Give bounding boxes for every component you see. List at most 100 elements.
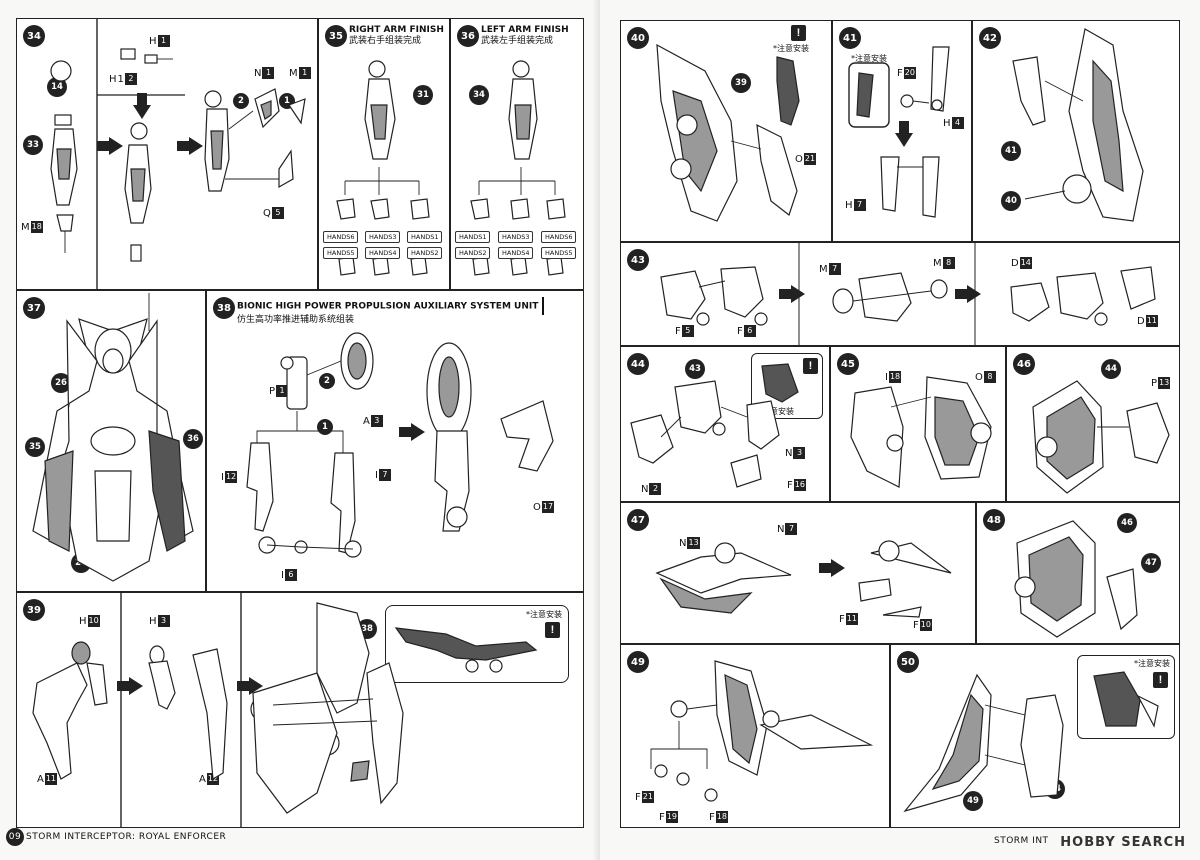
part-callout: 44 [1101, 359, 1121, 379]
warning-icon: ! [803, 358, 818, 374]
hand-label: HANDS3 [365, 231, 401, 243]
note-drawing [394, 627, 538, 673]
hand-label: HANDS6 [323, 231, 359, 243]
arrow-icon [779, 285, 805, 303]
arrow-icon [895, 121, 913, 147]
note-box: ! *注意安装 [751, 353, 823, 419]
part-callout: 46 [1117, 513, 1137, 533]
step-42-panel: 42 41 40 [972, 20, 1180, 242]
part-callout: 43 [685, 359, 705, 379]
arrow-icon [399, 423, 425, 441]
part-callout: 36 [183, 429, 203, 449]
step-number: 44 [627, 353, 649, 375]
joint-cover-drawing [630, 380, 780, 488]
arrow-icon [955, 285, 981, 303]
hand-label: HANDS2 [455, 247, 491, 259]
hand-label: HANDS1 [455, 231, 491, 243]
part-callout: 26 [51, 373, 71, 393]
order-callout: 2 [233, 93, 249, 109]
step-number: 46 [1013, 353, 1035, 375]
figure-drawing [32, 293, 194, 582]
part-callout: 40 [1001, 191, 1021, 211]
left-arm-drawing [470, 60, 566, 276]
part-callout: 34 [469, 85, 489, 105]
part-callout: 33 [23, 135, 43, 155]
step-number: 37 [23, 297, 45, 319]
step-number: 43 [627, 249, 649, 271]
step-39-panel: 39 H10 A11 H3 A12 38 *注意安装 ! [16, 592, 584, 828]
footer-title: STORM INT [994, 836, 1049, 846]
step-number: 49 [627, 651, 649, 673]
step-37-panel: 37 26 35 36 28 [16, 290, 206, 592]
step-number: 42 [979, 27, 1001, 49]
shell-drawing [850, 376, 992, 488]
note-text: *注意安装 [526, 610, 562, 619]
arrow-icon [97, 137, 123, 155]
part-callout: 31 [413, 85, 433, 105]
step-number: 45 [837, 353, 859, 375]
step-number: 34 [23, 25, 45, 47]
arrow-icon [133, 93, 151, 119]
note-box: *注意安装 ! [385, 605, 569, 683]
step-number: 41 [839, 27, 861, 49]
hand-label: HANDS4 [498, 247, 534, 259]
part-callout: 14 [47, 77, 67, 97]
note-text: *注意安装 [1134, 659, 1170, 668]
cover-drawing [1032, 380, 1170, 494]
step-number: 50 [897, 651, 919, 673]
step-number: 35 [325, 25, 347, 47]
step-number: 36 [457, 25, 479, 47]
step-number: 39 [23, 599, 45, 621]
step-number: 40 [627, 27, 649, 49]
part-callout: 41 [1001, 141, 1021, 161]
shield-assembly-drawing [1012, 28, 1144, 222]
arm-shield-drawing [1014, 520, 1138, 638]
joint-drawing [660, 243, 1156, 345]
final-shield-drawing [903, 673, 1064, 813]
part-callout: 49 [963, 791, 983, 811]
hinge-drawing [848, 46, 950, 218]
hand-label: HANDS4 [365, 247, 401, 259]
note-text: *注意安装 [773, 44, 809, 53]
hand-label: HANDS2 [407, 247, 443, 259]
warning-icon: ! [1153, 672, 1168, 688]
